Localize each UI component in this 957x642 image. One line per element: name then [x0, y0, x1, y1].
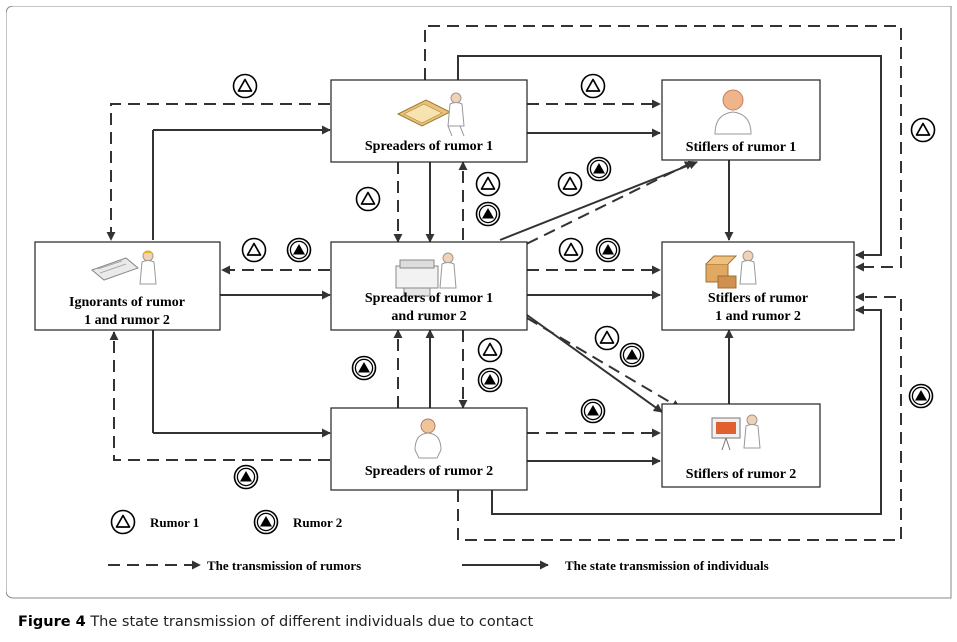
rumor2-symbol-icon [233, 464, 259, 490]
edges [152, 55, 882, 515]
stifler-person-icon [714, 89, 752, 135]
legend-rumor1-label: Rumor 1 [150, 515, 199, 530]
caption-text: The state transmission of different indi… [90, 614, 534, 630]
rumor1-symbol-icon [355, 186, 381, 212]
standing-person-icon [414, 418, 442, 459]
desk-worker-icon [396, 92, 465, 137]
figure-label: Figure 4 [18, 614, 86, 630]
rumor2-symbol-icon [586, 156, 612, 182]
legend-rumor2-icon [253, 509, 279, 535]
boxes-worker-icon [705, 250, 757, 289]
label-spreaders-rumor1: Spreaders of rumor 1 [365, 139, 493, 154]
frame-border [6, 6, 952, 599]
rumor2-symbol-icon [580, 398, 606, 424]
node-stiflers-rumor2 [661, 403, 821, 488]
edge-rumor-spreaders1-to-ignorants [106, 103, 330, 241]
legend-rumor-transmission-label: The transmission of rumors [207, 558, 361, 573]
edge-state-spreaders2-to-stiflersboth [491, 305, 882, 515]
legend: Rumor 1 Rumor 2 The transmission of rumo… [108, 509, 769, 573]
label-ignorants-line2: 1 and rumor 2 [84, 313, 170, 328]
legend-rumor2-label: Rumor 2 [293, 515, 342, 530]
figure-caption: Figure 4 The state transmission of diffe… [18, 614, 533, 630]
reading-worker-icon [91, 250, 157, 285]
rumor1-symbol-icon [594, 325, 620, 351]
copy-machine-icon [395, 252, 457, 297]
label-stiflers-both-line1: Stiflers of rumor [708, 291, 808, 306]
rumor1-symbol-icon [241, 237, 267, 263]
rumor1-symbol-icon [580, 73, 606, 99]
edges-dashed [106, 25, 902, 541]
figure-frame: Spreaders of rumor 1 Spreaders of rumor … [6, 6, 957, 642]
rumor2-symbol-icon [619, 342, 645, 368]
edge-rumor-spreaders1-to-stiflersboth [424, 25, 902, 272]
node-stiflers-both [661, 241, 855, 331]
rumor2-symbol-icon [477, 367, 503, 393]
edge-rumor-both-to-stiflers1 [509, 161, 694, 253]
label-spreaders-rumor2: Spreaders of rumor 2 [365, 464, 493, 479]
label-stiflers-both-line2: 1 and rumor 2 [715, 309, 801, 324]
label-ignorants-line1: Ignorants of rumor [69, 295, 185, 310]
label-spreaders-both-line1: Spreaders of rumor 1 [365, 291, 493, 306]
label-spreaders-both-line2: and rumor 2 [391, 309, 466, 324]
rumor1-symbol-icon [558, 237, 584, 263]
rumor2-symbol-icon [595, 237, 621, 263]
edge-rumor-both-to-stiflers2 [526, 317, 681, 409]
rumor1-symbol-icon [910, 117, 936, 143]
rumor2-symbol-icon [286, 237, 312, 263]
legend-state-transmission-label: The state transmission of individuals [565, 558, 769, 573]
legend-rumor1-icon [110, 509, 136, 535]
rumor1-symbol-icon [477, 337, 503, 363]
edge-rumor-spreaders2-to-stiflersboth [457, 292, 902, 541]
label-stiflers-rumor1: Stiflers of rumor 1 [686, 140, 797, 155]
rumor2-symbol-icon [908, 383, 934, 409]
edge-state-spreaders1-to-stiflersboth [457, 55, 882, 260]
edge-rumor-spreaders2-to-ignorants [109, 331, 330, 461]
presentation-board-icon [711, 414, 761, 451]
label-stiflers-rumor2: Stiflers of rumor 2 [686, 467, 797, 482]
state-transmission-diagram: Spreaders of rumor 1 Spreaders of rumor … [6, 6, 952, 599]
rumor1-symbol-icon [475, 171, 501, 197]
edge-state-both-to-stiflers2 [519, 309, 663, 413]
rumor1-symbol-icon [232, 73, 258, 99]
rumor2-symbol-icon [475, 201, 501, 227]
rumor1-symbol-icon [557, 171, 583, 197]
edge-state-both-to-stiflers1 [499, 160, 698, 241]
rumor2-symbol-icon [351, 355, 377, 381]
node-ignorants [34, 241, 221, 331]
